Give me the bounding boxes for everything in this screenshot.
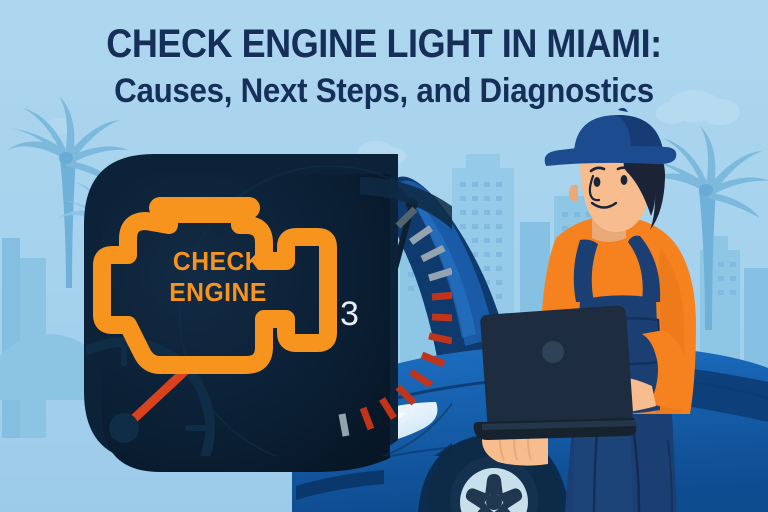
mechanic-eye-right xyxy=(620,175,628,185)
check-engine-light-icon xyxy=(93,197,337,374)
diagnostic-laptop xyxy=(473,305,637,440)
car-grille xyxy=(296,470,384,500)
gauge-ticks xyxy=(338,206,452,437)
cloud-right xyxy=(656,90,740,125)
mechanic-eye-left xyxy=(593,177,601,187)
palm-tree-right xyxy=(644,126,768,330)
secondary-gauge xyxy=(86,337,215,456)
mechanic-far-arm xyxy=(642,330,689,410)
mechanic-cap xyxy=(544,107,677,166)
wheel-spokes xyxy=(465,474,523,512)
